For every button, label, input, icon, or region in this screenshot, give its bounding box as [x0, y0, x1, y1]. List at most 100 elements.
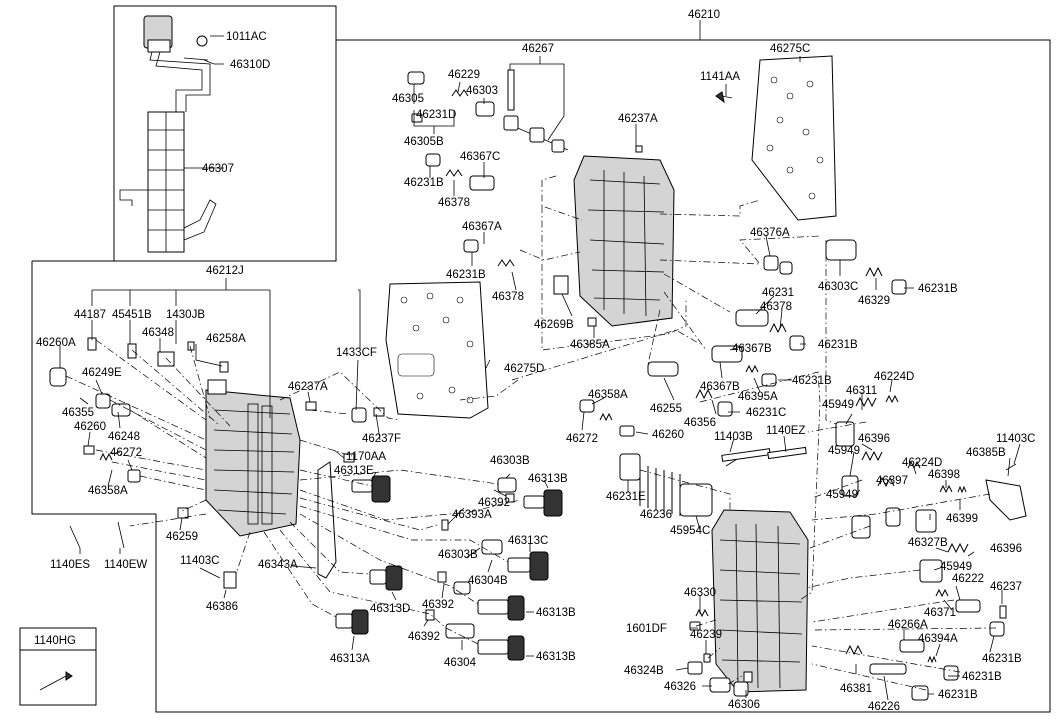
label-46307: 46307 [202, 163, 234, 175]
label-46313B-c: 46313B [536, 651, 576, 663]
label-1601DF: 1601DF [626, 623, 667, 635]
label-46260-mid: 46260 [652, 429, 684, 441]
label-46310D: 46310D [230, 59, 270, 71]
label-46367A: 46367A [462, 221, 502, 233]
label-46303B-b: 46303B [438, 549, 478, 561]
small-parts-lower [425, 477, 753, 697]
label-46237: 46237 [990, 581, 1022, 593]
label-46329: 46329 [858, 295, 890, 307]
label-46313B-a: 46313B [528, 473, 568, 485]
label-46305: 46305 [392, 93, 424, 105]
label-46355: 46355 [62, 407, 94, 419]
main-frame-46210 [155, 39, 1051, 713]
label-46327B: 46327B [908, 537, 948, 549]
label-46272-mid: 46272 [566, 433, 598, 445]
label-46237A-top: 46237A [618, 113, 658, 125]
label-46306: 46306 [728, 699, 760, 711]
label-46324B: 46324B [624, 665, 664, 677]
label-45949-d: 45949 [940, 561, 972, 573]
label-11403C-left: 11403C [180, 555, 219, 567]
label-1140EW: 1140EW [104, 559, 147, 571]
label-46385B: 46385B [966, 447, 1006, 459]
label-1430JB: 1430JB [166, 309, 205, 321]
label-1433CF: 1433CF [336, 347, 377, 359]
label-46303B-a: 46303B [490, 455, 530, 467]
label-46304: 46304 [444, 657, 477, 669]
left-valve-body-assembly [205, 379, 301, 537]
label-46367B-a: 46367B [732, 343, 772, 355]
label-45949-a: 45949 [822, 399, 854, 411]
label-46396-a: 46396 [858, 433, 890, 445]
label-46266A: 46266A [888, 619, 928, 631]
solenoid-46313B-c [477, 635, 525, 661]
label-46212J: 46212J [206, 265, 244, 277]
label-46397: 46397 [876, 475, 908, 487]
spools-right-middle [579, 239, 907, 437]
label-1140EZ: 1140EZ [766, 425, 805, 437]
label-46371: 46371 [924, 607, 956, 619]
label-46259: 46259 [166, 531, 198, 543]
label-46358A-left: 46358A [88, 485, 128, 497]
label-46236: 46236 [640, 509, 672, 521]
label-46348: 46348 [142, 327, 174, 339]
label-46224D-a: 46224D [874, 371, 914, 383]
label-46367C: 46367C [460, 151, 500, 163]
label-46313D: 46313D [370, 603, 410, 615]
solenoid-46313B-b [477, 595, 525, 621]
label-46378-b: 46378 [492, 291, 524, 303]
label-46267: 46267 [522, 43, 554, 55]
parts [39, 15, 1027, 701]
label-46237F: 46237F [362, 433, 401, 445]
label-46303: 46303 [466, 85, 498, 97]
label-46231B-c: 46231B [918, 283, 958, 295]
label-46394A: 46394A [918, 633, 958, 645]
label-44187: 44187 [74, 309, 106, 321]
label-46393A: 46393A [452, 509, 492, 521]
label-46272-left: 46272 [110, 447, 142, 459]
label-46269B: 46269B [534, 319, 574, 331]
label-45949-b: 45949 [828, 445, 860, 457]
solenoid-46313A [335, 609, 369, 635]
label-46249E: 46249E [82, 367, 122, 379]
sensor-harness-46307 [119, 15, 217, 253]
label-46231B-d: 46231B [818, 339, 858, 351]
label-46231B-g: 46231B [962, 671, 1002, 683]
label-46304B: 46304B [468, 575, 508, 587]
label-46313B-b: 46313B [536, 607, 576, 619]
label-46313E: 46313E [334, 465, 374, 477]
separator-plate-46275D [385, 281, 489, 419]
frames [19, 5, 1051, 713]
label-45451B: 45451B [112, 309, 152, 321]
label-46376A: 46376A [750, 227, 790, 239]
part-labels: 46210 46267 46275C 1141AA 46229 46303 46… [34, 9, 1035, 713]
leader-lines [59, 20, 1021, 701]
label-46311: 46311 [846, 385, 877, 397]
label-46260A: 46260A [36, 337, 76, 349]
label-46392-a: 46392 [478, 497, 510, 509]
solenoid-46313D [369, 565, 403, 591]
label-46396-b: 46396 [990, 543, 1022, 555]
label-46231D: 46231D [416, 109, 456, 121]
label-46395A: 46395A [738, 391, 778, 403]
label-46385A: 46385A [570, 339, 610, 351]
label-46356: 46356 [684, 417, 716, 429]
solenoid-46313E [351, 475, 391, 503]
label-46358A-mid: 46358A [588, 389, 628, 401]
label-46226: 46226 [868, 701, 900, 713]
label-46229: 46229 [448, 69, 480, 81]
label-46275C: 46275C [770, 43, 810, 55]
accumulator-parts [619, 394, 1027, 701]
label-46231: 46231 [762, 287, 794, 299]
solenoid-46313C [507, 551, 549, 581]
label-46237A-left: 46237A [288, 381, 328, 393]
upper-valve-body [573, 155, 675, 327]
frame-46212J [31, 261, 156, 515]
bracket-46343A [317, 461, 337, 579]
label-46313C: 46313C [508, 535, 548, 547]
label-46343A: 46343A [258, 559, 298, 571]
label-46367B-b: 46367B [700, 381, 740, 393]
label-45954C: 45954C [670, 525, 710, 537]
label-46386: 46386 [206, 601, 238, 613]
label-46255: 46255 [650, 403, 682, 415]
